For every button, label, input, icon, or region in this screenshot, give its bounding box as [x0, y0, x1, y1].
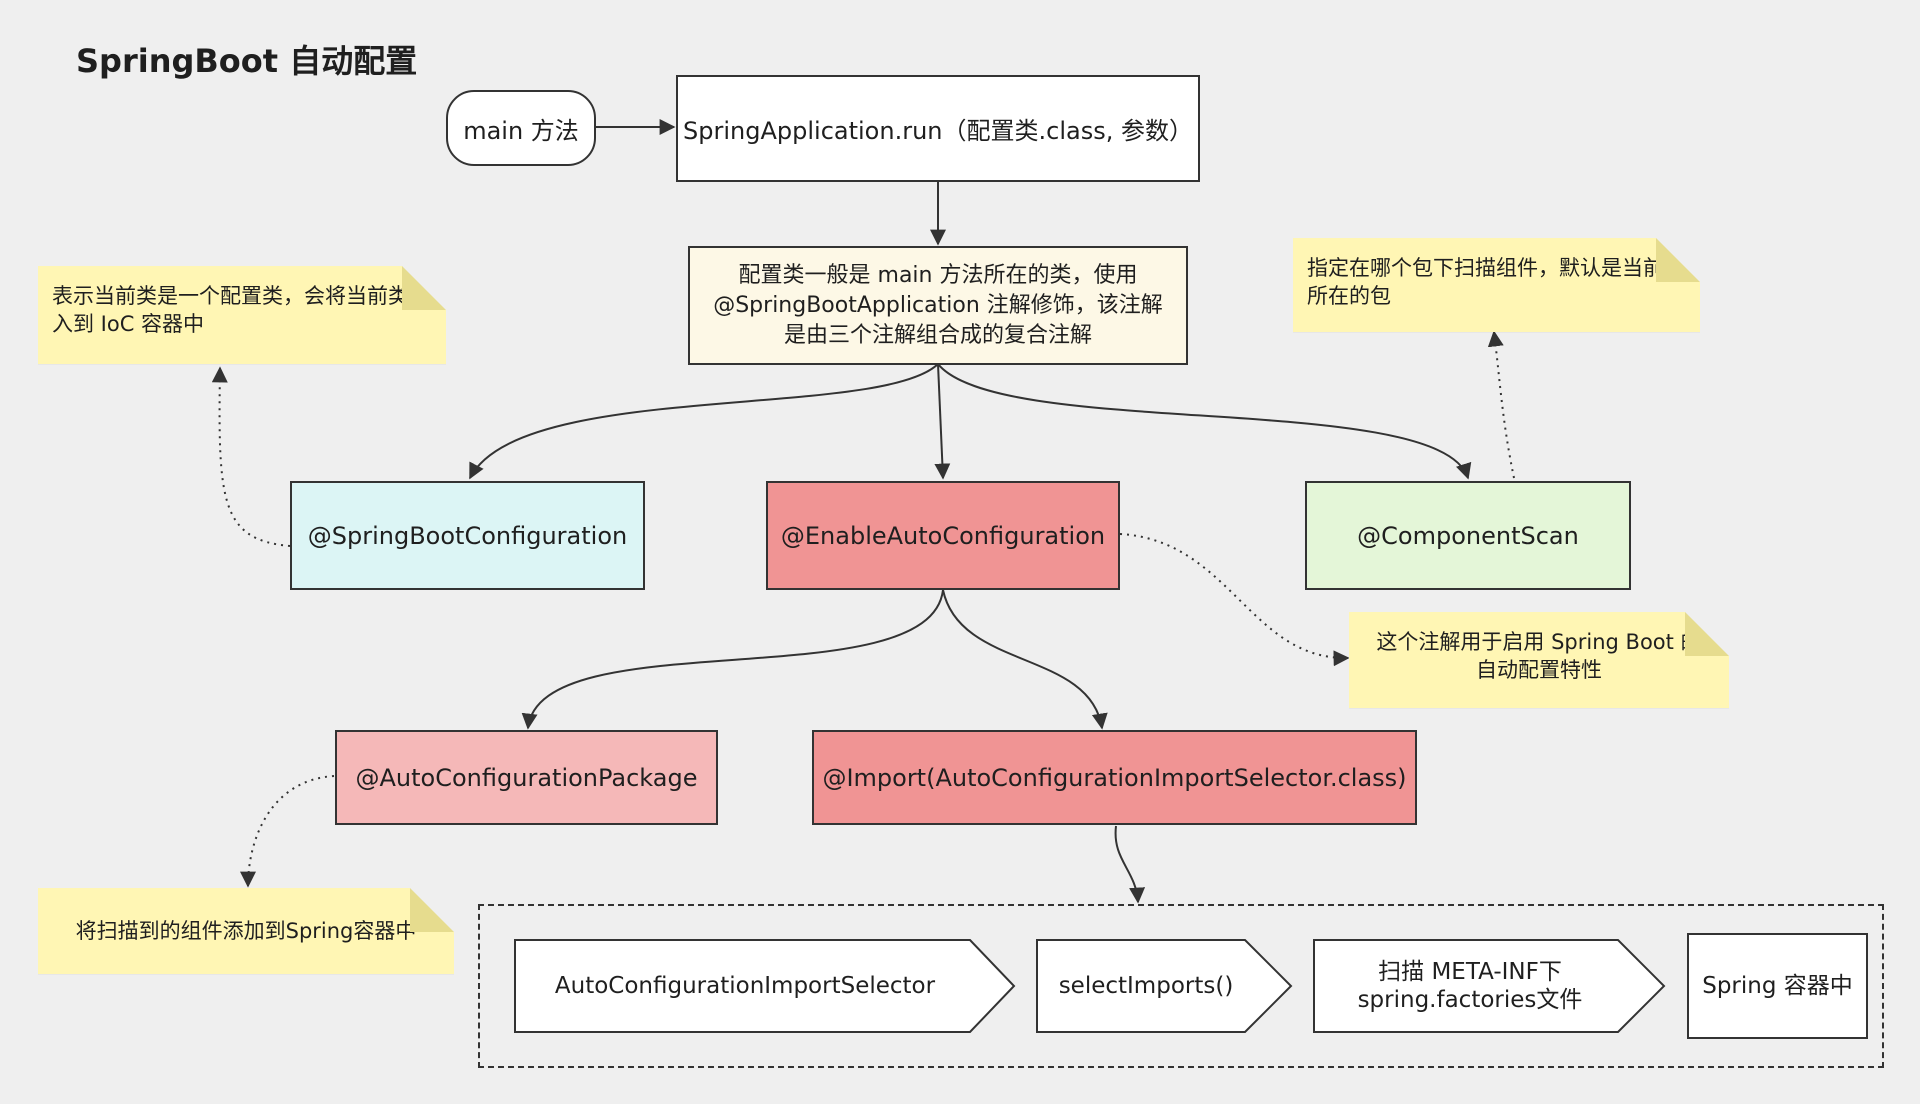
- note-enable-auto-configuration: 这个注解用于启用 Spring Boot 的自动配置特性: [1349, 612, 1729, 708]
- dotted-cs-to-note: [1487, 330, 1515, 479]
- node-enable-auto-configuration: @EnableAutoConfiguration: [766, 481, 1120, 590]
- process-group: [478, 904, 1884, 1068]
- edge-config-to-cs: [937, 363, 1472, 480]
- edge-import-to-process: [1114, 825, 1146, 904]
- process-step-4: Spring 容器中: [1702, 973, 1853, 999]
- note-component-scan: 指定在哪个包下扫描组件，默认是当前类所在的包: [1293, 238, 1700, 332]
- edge-config-to-eac: [934, 363, 951, 480]
- diagram-title: SpringBoot 自动配置: [76, 42, 418, 80]
- edge-config-to-sbc: [469, 363, 939, 480]
- step-4-shape: [1687, 933, 1868, 1039]
- process-step-2: selectImports(): [1058, 973, 1234, 999]
- edge-eac-to-acp: [521, 589, 944, 730]
- dotted-acp-to-note: [240, 775, 335, 888]
- node-config-class: 配置类一般是 main 方法所在的类，使用 @SpringBootApplica…: [688, 246, 1188, 365]
- node-component-scan: @ComponentScan: [1305, 481, 1631, 590]
- step-2-shape: [1036, 939, 1293, 1033]
- dotted-eac-to-note: [1119, 533, 1350, 667]
- node-spring-boot-configuration: @SpringBootConfiguration: [290, 481, 645, 590]
- node-import-selector: @Import(AutoConfigurationImportSelector.…: [812, 730, 1417, 825]
- step-1-shape: [514, 939, 1016, 1033]
- note-spring-boot-configuration: 表示当前类是一个配置类，会将当前类注入到 IoC 容器中: [38, 266, 446, 364]
- node-auto-configuration-package: @AutoConfigurationPackage: [335, 730, 718, 825]
- step-3-shape: [1313, 939, 1666, 1033]
- note-auto-configuration-package: 将扫描到的组件添加到Spring容器中: [38, 888, 454, 974]
- edge-eac-to-import: [942, 589, 1108, 730]
- node-spring-application-run: SpringApplication.run（配置类.class, 参数）: [676, 75, 1200, 182]
- node-main-method: main 方法: [446, 90, 596, 166]
- process-step-1: AutoConfigurationImportSelector: [554, 973, 936, 999]
- process-step-3: 扫描 META-INF下 spring.factories文件: [1357, 959, 1583, 1013]
